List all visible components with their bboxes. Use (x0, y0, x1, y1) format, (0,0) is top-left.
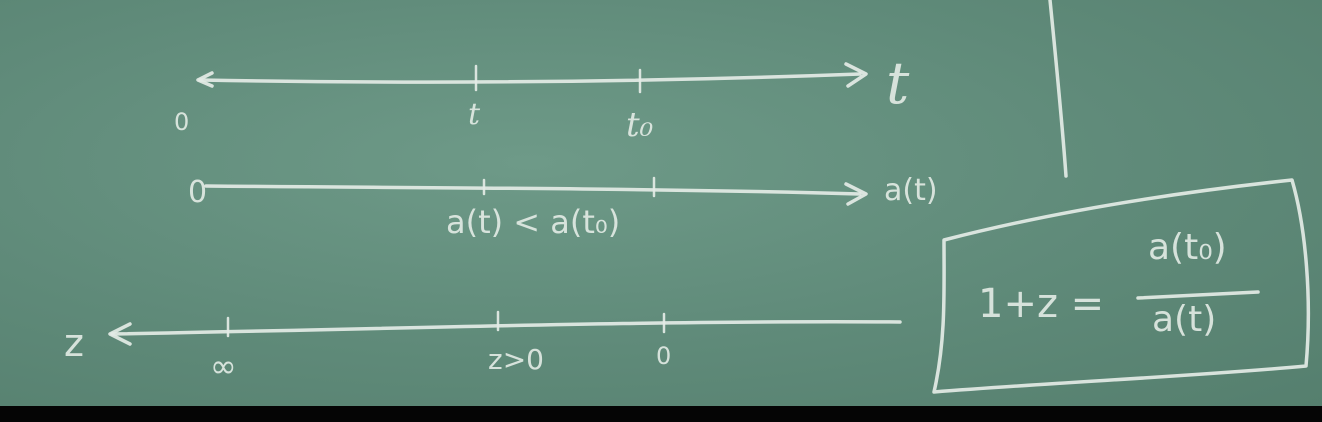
chalkboard: t 0 t t₀ 0 a(t) a(t) < a(t₀) z ∞ z>0 0 1… (0, 0, 1322, 406)
formula-denominator: a(t) (1152, 299, 1217, 340)
redshift-tick-zero: 0 (656, 342, 672, 370)
chalk-tray (0, 406, 1322, 422)
redshift-axis-line (108, 310, 902, 346)
fraction-bar (1136, 290, 1260, 300)
time-tick-t: t (468, 97, 481, 132)
scale-factor-axis-line (204, 176, 868, 206)
time-tick-origin: 0 (174, 108, 190, 136)
redshift-axis-label: z (64, 321, 84, 365)
time-axis-label: t (886, 49, 910, 117)
time-tick-t0: t₀ (626, 105, 654, 145)
formula-box (932, 178, 1311, 394)
time-axis-line (196, 62, 868, 94)
scale-relation: a(t) < a(t₀) (446, 203, 621, 241)
redshift-tick-positive: z>0 (488, 343, 544, 376)
formula-numerator: a(t₀) (1148, 227, 1227, 268)
chalk-drawing (108, 0, 1311, 394)
redshift-tick-infinity: ∞ (210, 347, 237, 385)
divider-line (1048, 0, 1068, 178)
scale-axis-label: a(t) (884, 173, 938, 208)
scale-axis-origin: 0 (188, 175, 208, 210)
formula-lhs: 1+z = (978, 281, 1105, 327)
